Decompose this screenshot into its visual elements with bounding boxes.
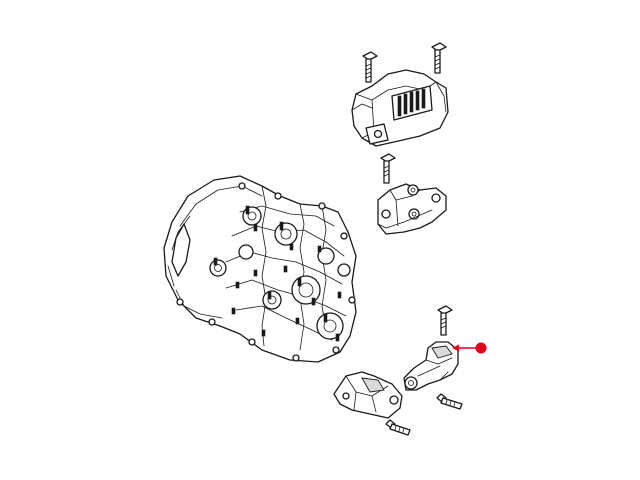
bolt-icon	[437, 305, 453, 336]
upper-engine-mount	[351, 69, 449, 147]
bolt-icon	[380, 153, 396, 184]
torque-rod-mount	[403, 341, 459, 391]
mount-plate-bracket	[377, 183, 447, 235]
transmission-housing	[163, 175, 357, 363]
bolt-icon	[431, 42, 447, 74]
lower-bracket	[333, 371, 403, 419]
callout-marker	[452, 342, 487, 354]
bolt-icon	[436, 393, 463, 410]
bolt-icon	[385, 419, 411, 436]
bolt-icon	[362, 51, 378, 83]
